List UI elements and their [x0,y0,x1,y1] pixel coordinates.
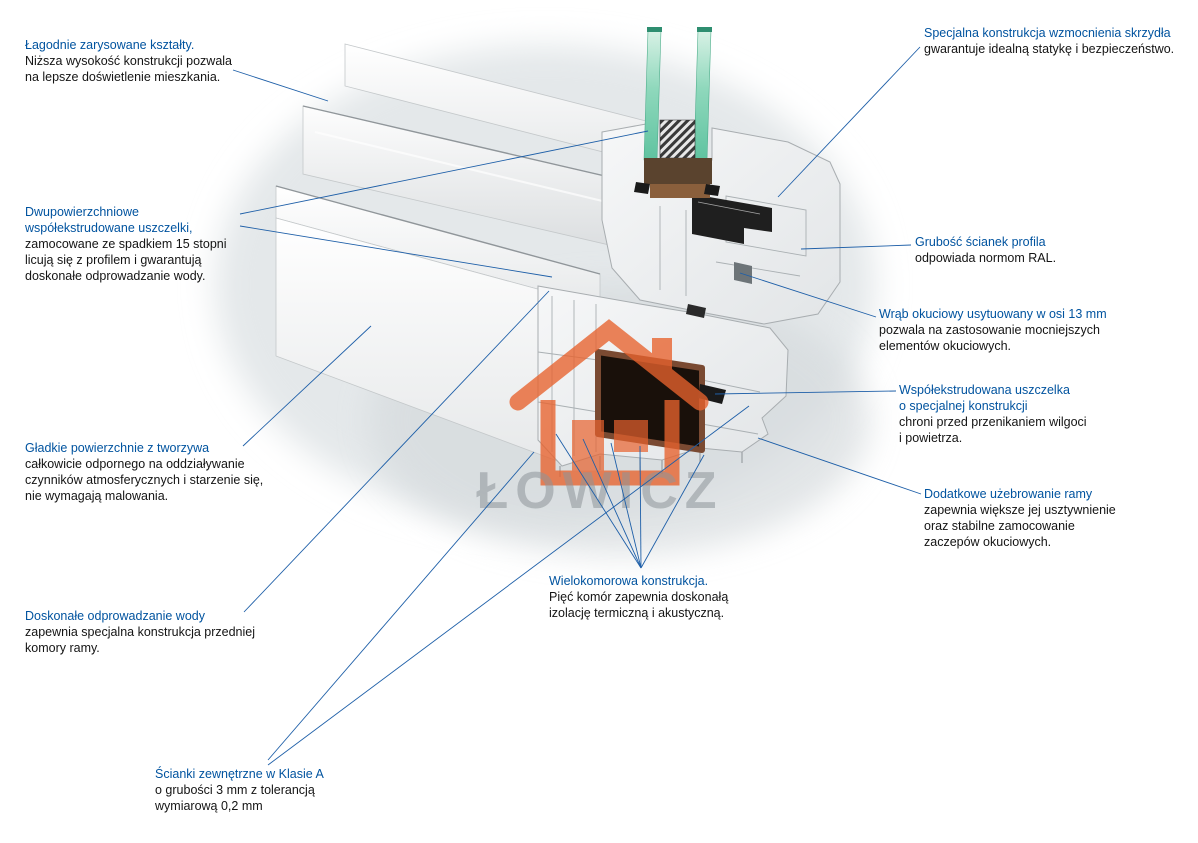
leader-sash-reinforcement [777,46,921,198]
callout-outer-walls: Ścianki zewnętrzne w Klasie A o grubości… [155,766,324,814]
leader-frame-ribbing [757,437,922,495]
leader-soft-shapes [232,69,329,102]
face-highlight [314,131,641,211]
glass-seal [644,158,712,184]
callout-title: Ścianki zewnętrzne w Klasie A [155,767,324,781]
callout-body: Pięć komór zapewnia doskonałą izolację t… [549,590,729,620]
callout-body: zamocowane ze spadkiem 15 stopni licują … [25,237,227,283]
callout-title: Łagodnie zarysowane kształty. [25,38,195,52]
leader-lines [232,46,922,766]
house-window-icon [614,420,648,452]
callout-hardware-groove: Wrąb okuciowy usytuowany w osi 13 mm poz… [879,306,1107,354]
leader-gaskets-1 [239,130,649,215]
leader-wall-thickness [800,244,912,250]
callout-title: Specjalna konstrukcja wzmocnienia skrzyd… [924,26,1171,40]
gasket-length-lines [275,105,649,275]
leader-multi-chamber-2 [582,438,642,569]
glass-edge-inner [697,27,712,32]
leader-multi-chamber-3 [610,442,642,569]
callout-title: Współekstrudowana uszczelka o specjalnej… [899,383,1070,413]
callout-sash-reinforcement: Specjalna konstrukcja wzmocnienia skrzyd… [924,25,1174,57]
gasket-glass-inner [704,184,720,196]
callout-body: chroni przed przenikaniem wilgoci i powi… [899,415,1087,445]
callout-drainage: Doskonałe odprowadzanie wody zapewnia sp… [25,608,255,656]
leader-hardware-groove [739,272,877,318]
gasket-glass-outer [634,182,650,194]
callout-coextruded-gasket: Współekstrudowana uszczelka o specjalnej… [899,382,1087,446]
watermark-text: ŁOWICZ [476,462,723,520]
callout-body: całkowicie odpornego na oddziaływanie cz… [25,457,264,503]
glass-unit [643,27,712,198]
house-roof-icon [509,319,709,411]
callout-body: odpowiada normom RAL. [915,251,1057,265]
callout-body: pozwala na zastosowanie mocniejszych ele… [879,323,1100,353]
callout-body: Niższa wysokość konstrukcji pozwala na l… [25,54,233,84]
callout-title: Dwupowierzchniowe współekstrudowane uszc… [25,205,193,235]
callout-body: o grubości 3 mm z tolerancją wymiarową 0… [155,783,315,813]
house-door-icon [572,420,604,472]
glass-spacer [659,119,696,159]
hardware-groove [734,262,752,284]
leader-multi-chamber-1 [555,433,642,569]
callout-title: Dodatkowe użebrowanie ramy [924,487,1093,501]
callout-body: gwarantuje idealną statykę i bezpieczeńs… [924,42,1175,56]
window-profile-illustration: ŁOWICZ [215,27,875,555]
leader-gaskets-2 [239,225,553,278]
glass-edge-outer [647,27,662,32]
leader-outer-walls-1 [267,451,535,761]
leader-smooth-surfaces [242,325,372,447]
house-walls-icon [540,400,680,486]
glazing-block [650,184,710,198]
callout-title: Grubość ścianek profila [915,235,1046,249]
leader-coextruded-gasket [714,390,897,395]
callout-smooth-surfaces: Gładkie powierzchnie z tworzywa całkowic… [25,440,263,504]
gasket-sash-frame [686,304,706,318]
callout-multi-chamber: Wielokomorowa konstrukcja. Pięć komór za… [549,573,728,621]
callout-title: Wielokomorowa konstrukcja. [549,574,709,588]
callout-soft-shapes: Łagodnie zarysowane kształty. Niższa wys… [25,37,232,85]
callout-frame-ribbing: Dodatkowe użebrowanie ramy zapewnia więk… [924,486,1116,550]
leader-multi-chamber-4 [639,445,642,569]
steel-reinforcement-sash [692,194,772,244]
leader-outer-walls-2 [267,405,750,766]
callout-gaskets: Dwupowierzchniowe współekstrudowane uszc… [25,204,227,284]
callout-body: zapewnia większe jej usztywnienie oraz s… [924,503,1116,549]
house-chimney-icon [652,338,672,374]
watermark-logo [509,319,709,486]
callout-title: Doskonałe odprowadzanie wody [25,609,205,623]
callout-wall-thickness: Grubość ścianek profila odpowiada normom… [915,234,1056,266]
leader-multi-chamber-5 [640,454,705,569]
callout-body: zapewnia specjalna konstrukcja przedniej… [25,625,255,655]
steel-highlight [697,201,761,215]
callout-title: Wrąb okuciowy usytuowany w osi 13 mm [879,307,1107,321]
callout-title: Gładkie powierzchnie z tworzywa [25,441,210,455]
leader-drainage [243,290,550,613]
